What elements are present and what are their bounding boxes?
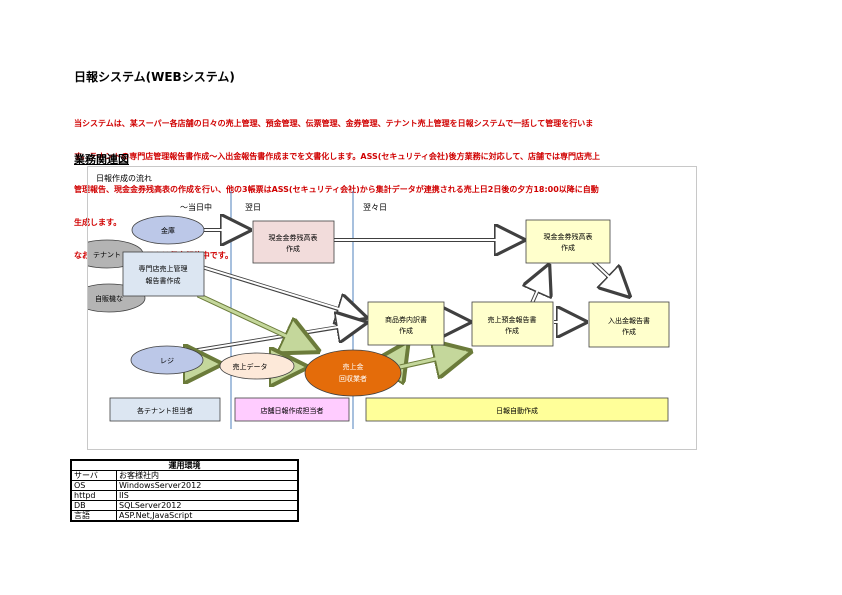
env-key: サーバ: [70, 470, 117, 481]
column-header-next-day: 翌日: [245, 203, 261, 212]
senmonten-shape: [122, 251, 205, 297]
description-line: す。テナントの専門店管理報告書作成～入出金報告書作成までを文書化します。ASS(…: [74, 152, 600, 161]
genkin-1-label-line1: 現金金券残高表: [269, 233, 318, 242]
table-row: httpd IIS: [70, 490, 299, 501]
env-value: SQLServer2012: [116, 500, 299, 511]
shohinken-label-line1: 商品券内訳書: [385, 315, 427, 324]
column-header-today: ～当日中: [180, 202, 212, 212]
environment-table: 運用環境 サーバ お客様社内 OS WindowsServer2012 http…: [70, 459, 299, 522]
flow-diagram: 日報作成の流れ ～当日中 翌日 翌々日: [87, 166, 697, 450]
genkin-1-label-line2: 作成: [286, 244, 300, 253]
regi-shape: [130, 345, 204, 375]
kaishu-shape: [304, 349, 402, 397]
lane-auto: 日報自動作成: [365, 397, 669, 422]
node-genkin-2: 現金金券残高表 作成: [525, 219, 611, 264]
lane-auto-shape: [365, 397, 669, 422]
node-senmonten: 専門店売上管理 報告書作成: [122, 251, 205, 297]
column-header-day-after: 翌々日: [363, 203, 387, 212]
genkin-2-label-line1: 現金金券残高表: [544, 232, 593, 241]
lane-auto-label: 日報自動作成: [496, 406, 538, 415]
lane-tenant-staff-shape: [109, 397, 221, 422]
genkin-1-shape: [252, 220, 335, 264]
nyushukkin-shape: [588, 301, 670, 348]
nyushukkin-label-line1: 入出金報告書: [608, 316, 650, 325]
env-key: DB: [70, 500, 117, 511]
node-kinko: 金庫: [131, 215, 205, 245]
node-regi: レジ: [130, 345, 204, 375]
node-genkin-1: 現金金券残高表 作成: [252, 220, 335, 264]
lane-tenant-staff-label: 各テナント担当者: [137, 406, 193, 415]
kinko-shape: [131, 215, 205, 245]
senmonten-label-line1: 専門店売上管理: [139, 264, 188, 273]
senmonten-label-line2: 報告書作成: [146, 276, 181, 285]
table-row: DB SQLServer2012: [70, 500, 299, 511]
node-kaishu: 売上金 回収業者: [304, 349, 402, 397]
shohinken-shape: [367, 301, 445, 346]
node-uriage-yokin: 売上預金報告書 作成: [471, 301, 554, 347]
diagram-title: 日報作成の流れ: [96, 173, 152, 183]
env-value: IIS: [116, 490, 299, 501]
node-nyushukkin: 入出金報告書 作成: [588, 301, 670, 348]
shohinken-label-line2: 作成: [399, 326, 413, 335]
description-line: 管理報告、現金金券残高表の作成を行い、他の3帳票はASS(セキュリティ会社)から…: [74, 185, 599, 194]
uriage-yokin-label-line2: 作成: [505, 326, 519, 335]
section-title: 業務関連図: [74, 153, 129, 166]
node-shohinken: 商品券内訳書 作成: [367, 301, 445, 346]
description-line: 生成します。: [74, 218, 122, 227]
nyushukkin-label-line2: 作成: [622, 327, 636, 336]
env-value: お客様社内: [116, 470, 299, 481]
node-uriage-data: 売上データ: [219, 352, 295, 380]
table-row: OS WindowsServer2012: [70, 480, 299, 491]
lane-tenant-staff: 各テナント担当者: [109, 397, 221, 422]
green-arrow-fills: [196, 293, 467, 369]
arrow-fill: [399, 350, 467, 369]
page-title: 日報システム(WEBシステム): [74, 70, 235, 84]
env-key: 言語: [70, 510, 117, 522]
lane-store-staff-label: 店舗日報作成担当者: [261, 406, 324, 415]
uriage-data-shape: [219, 352, 295, 380]
kinko-label: 金庫: [161, 226, 175, 235]
uriage-yokin-shape: [471, 301, 554, 347]
genkin-2-label-line2: 作成: [561, 243, 575, 252]
env-key: httpd: [70, 490, 117, 501]
description-line: 当システムは、某スーパー各店舗の日々の売上管理、預金管理、伝票管理、金券管理、テ…: [74, 119, 594, 128]
table-row: サーバ お客様社内: [70, 470, 299, 481]
arrow-fill: [531, 268, 548, 304]
flow-diagram-canvas: 日報作成の流れ ～当日中 翌日 翌々日: [88, 173, 670, 429]
arrow-fill: [191, 322, 363, 352]
environment-title: 運用環境: [70, 459, 299, 471]
environment-table-header: 運用環境: [70, 459, 299, 471]
lane-store-staff: 店舗日報作成担当者: [234, 397, 350, 422]
env-value: ASP.Net,JavaScript: [116, 510, 299, 522]
arrow-fill: [197, 293, 315, 351]
tenant-label: テナント: [93, 251, 121, 259]
lane-store-staff-shape: [234, 397, 350, 422]
table-row: 言語 ASP.Net,JavaScript: [70, 510, 299, 522]
kaishu-label-line1: 売上金: [343, 362, 364, 371]
arrow-fill: [201, 266, 363, 317]
genkin-2-shape: [525, 219, 611, 264]
jihanki-label: 自販機な: [95, 294, 123, 303]
kaishu-label-line2: 回収業者: [339, 374, 367, 383]
regi-label: レジ: [160, 357, 174, 365]
env-key: OS: [70, 480, 117, 491]
arrow-fill: [394, 346, 407, 361]
uriage-data-label: 売上データ: [233, 362, 268, 371]
uriage-yokin-label-line1: 売上預金報告書: [488, 315, 537, 324]
env-value: WindowsServer2012: [116, 480, 299, 491]
